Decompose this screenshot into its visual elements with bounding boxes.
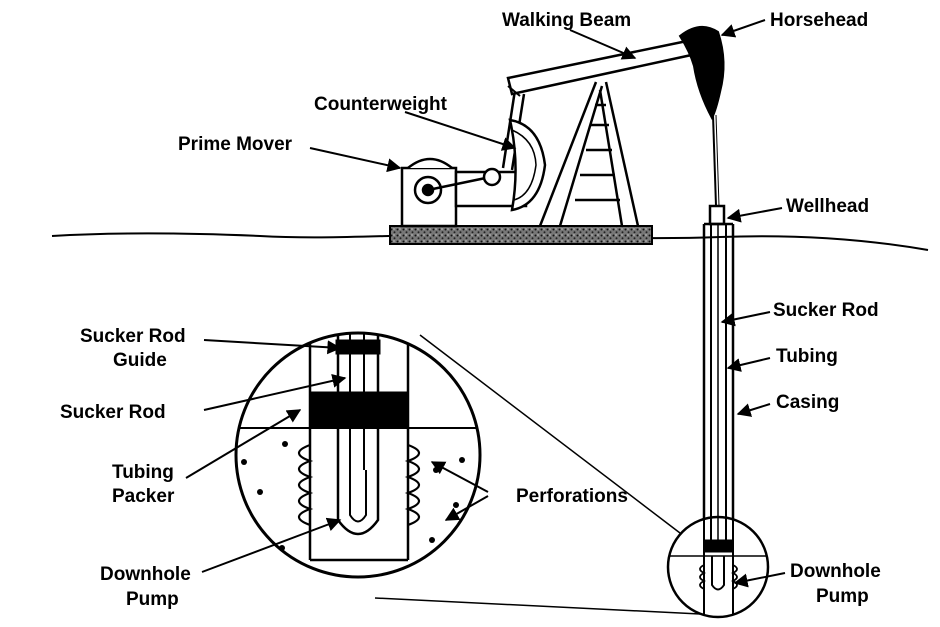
pointer-arrows bbox=[185, 19, 786, 588]
counterweight bbox=[508, 118, 547, 212]
label-prime-mover: Prime Mover bbox=[178, 134, 293, 155]
small-detail-circle bbox=[666, 515, 770, 619]
horsehead bbox=[678, 25, 725, 121]
label-wellhead: Wellhead bbox=[786, 196, 869, 217]
label-downhole-pump-left-1: Downhole bbox=[100, 564, 191, 585]
label-perforations: Perforations bbox=[516, 486, 628, 507]
label-horsehead: Horsehead bbox=[770, 10, 868, 31]
label-tubing: Tubing bbox=[776, 346, 838, 367]
zoom-line-top bbox=[419, 334, 681, 534]
label-counterweight: Counterweight bbox=[314, 94, 448, 115]
large-detail-circle bbox=[234, 331, 482, 579]
zoom-line-bottom bbox=[374, 597, 701, 615]
label-sucker-rod-right: Sucker Rod bbox=[773, 300, 879, 321]
labels: Walking Beam Horsehead Counterweight Pri… bbox=[60, 10, 881, 610]
label-tubing-packer-2: Packer bbox=[112, 486, 175, 507]
label-casing: Casing bbox=[776, 392, 839, 413]
label-sucker-rod-left: Sucker Rod bbox=[60, 402, 166, 423]
wellhead bbox=[708, 204, 726, 226]
base-slab bbox=[389, 225, 653, 245]
prime-mover bbox=[400, 157, 528, 228]
label-tubing-packer-1: Tubing bbox=[112, 462, 174, 483]
well-bore bbox=[702, 222, 735, 520]
label-sucker-rod-guide-2: Guide bbox=[113, 350, 167, 371]
walking-beam bbox=[506, 38, 698, 96]
label-walking-beam: Walking Beam bbox=[502, 10, 631, 31]
label-downhole-pump-right-1: Downhole bbox=[790, 561, 881, 582]
label-downhole-pump-right-2: Pump bbox=[816, 586, 869, 607]
label-downhole-pump-left-2: Pump bbox=[126, 589, 179, 610]
samson-post bbox=[538, 81, 640, 227]
label-sucker-rod-guide-1: Sucker Rod bbox=[80, 326, 186, 347]
